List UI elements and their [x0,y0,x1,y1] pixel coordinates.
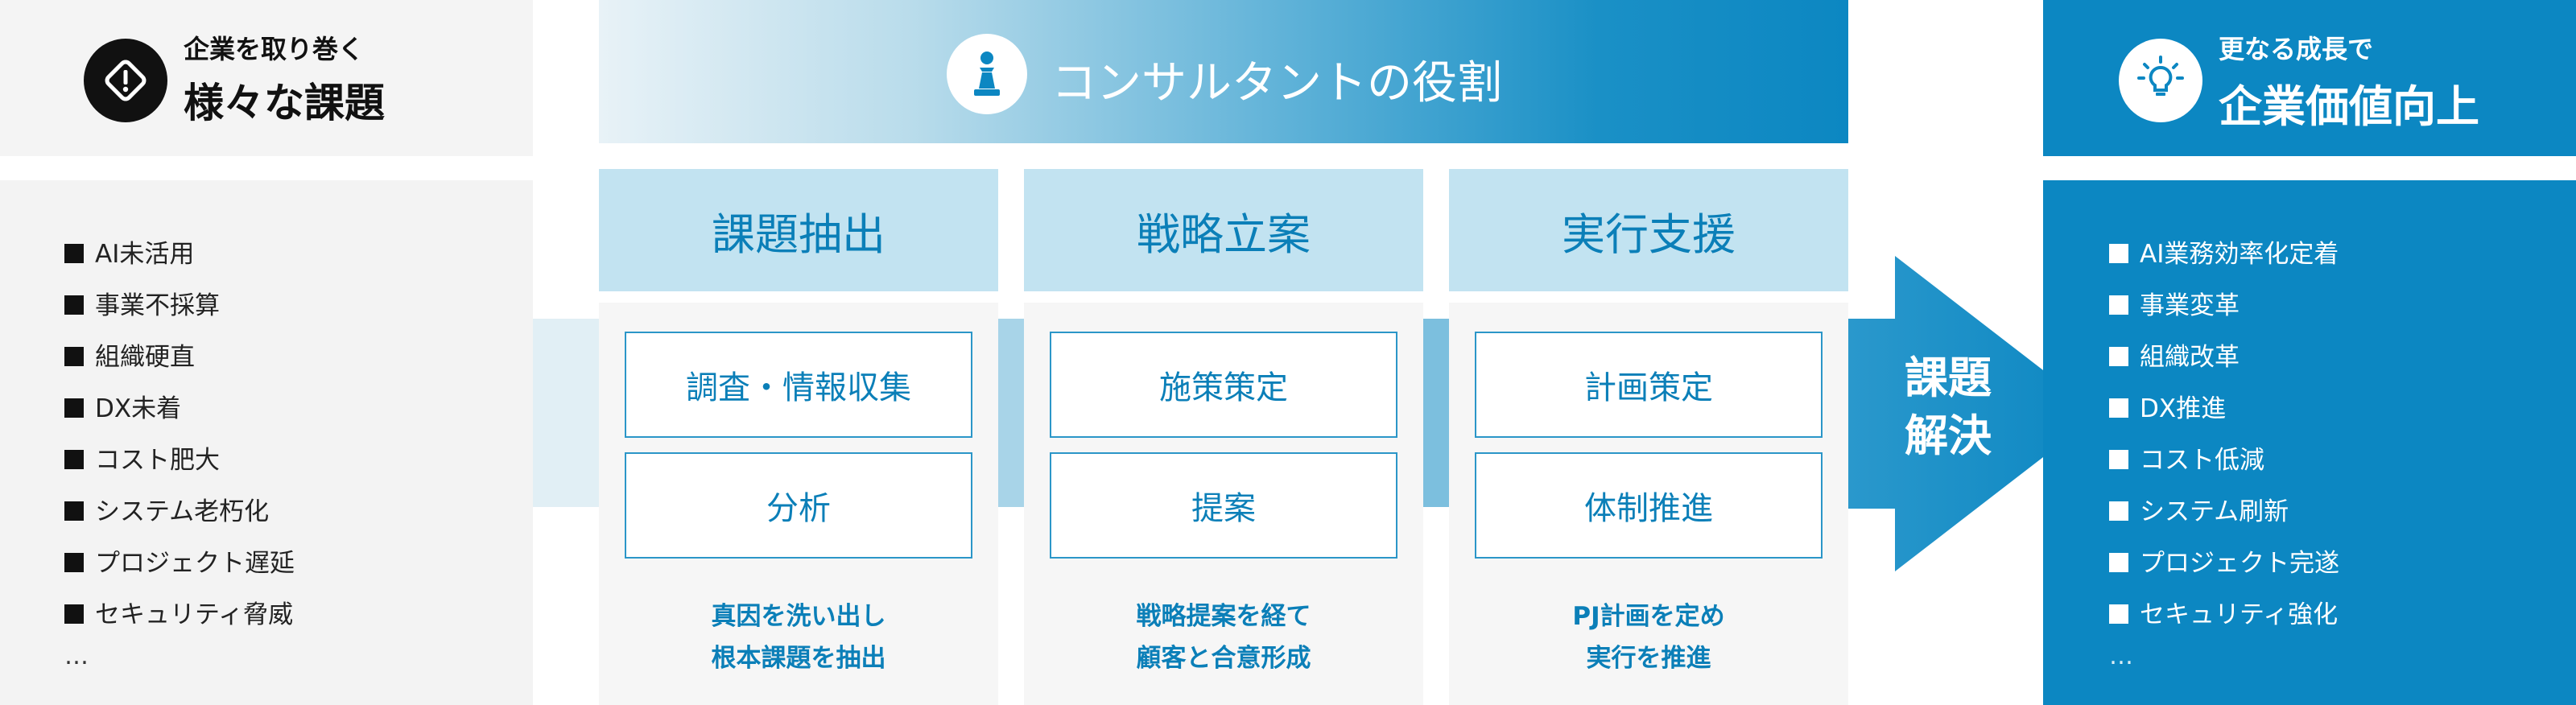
list-item: コスト肥大 [64,435,295,486]
square-bullet-icon [64,501,84,521]
phase-title-strategy: 戦略立案 [1024,169,1423,291]
role-banner [599,0,1848,143]
outcomes-more: … [2109,642,2133,670]
phase-title-execution: 実行支援 [1449,169,1848,291]
list-item: セキュリティ脅威 [64,589,295,641]
task-box: 調査・情報収集 [625,332,972,438]
task-box: 体制推進 [1475,452,1823,559]
square-bullet-icon [2109,501,2128,521]
square-bullet-icon [2109,449,2128,469]
role-banner-title: コンサルタントの役割 [1051,57,1502,109]
solution-arrow-label: 課題 解決 [1905,352,1992,461]
list-item: 組織硬直 [64,332,295,383]
connector-bar [1423,319,1449,507]
list-item: AI業務効率化定着 [2109,229,2339,280]
task-box: 施策策定 [1050,332,1397,438]
phase-caption: 戦略提案を経て 顧客と合意形成 [1136,602,1311,673]
list-item: プロジェクト完遂 [2109,538,2339,589]
list-item: 事業変革 [2109,280,2339,332]
square-bullet-icon [2109,604,2128,624]
value-panel [2043,180,2576,705]
challenges-more: … [64,642,89,670]
square-bullet-icon [64,295,84,315]
challenges-list: AI未活用 事業不採算 組織硬直 DX未着 コスト肥大 システム老朽化 プロジェ… [64,229,295,641]
phase-caption: 真因を洗い出し 根本課題を抽出 [711,602,886,673]
square-bullet-icon [64,604,84,624]
list-item: DX推進 [2109,383,2339,435]
outcomes-list: AI業務効率化定着 事業変革 組織改革 DX推進 コスト低減 システム刷新 プロ… [2109,229,2339,641]
task-box: 計画策定 [1475,332,1823,438]
challenges-subtitle: 企業を取り巻く [184,34,365,64]
chess-pawn-icon [947,34,1027,114]
square-bullet-icon [2109,398,2128,418]
lightbulb-icon [2119,39,2202,122]
warning-diamond-icon [84,39,167,122]
list-item: 組織改革 [2109,332,2339,383]
square-bullet-icon [2109,243,2128,263]
square-bullet-icon [64,552,84,572]
list-item: システム老朽化 [64,486,295,538]
square-bullet-icon [64,346,84,366]
list-item: AI未活用 [64,229,295,280]
connector-bar [533,319,599,507]
square-bullet-icon [2109,346,2128,366]
list-item: 事業不採算 [64,280,295,332]
square-bullet-icon [64,243,84,263]
square-bullet-icon [2109,295,2128,315]
square-bullet-icon [64,449,84,469]
value-title: 企業価値向上 [2219,81,2479,132]
list-item: システム刷新 [2109,486,2339,538]
task-box: 分析 [625,452,972,559]
connector-bar [998,319,1024,507]
challenges-title: 様々な課題 [184,80,385,126]
task-box: 提案 [1050,452,1397,559]
phase-title-extraction: 課題抽出 [599,169,998,291]
challenges-panel [0,180,533,705]
square-bullet-icon [64,398,84,418]
phase-caption: PJ計画を定め 実行を推進 [1572,602,1725,673]
list-item: DX未着 [64,383,295,435]
value-subtitle: 更なる成長で [2219,34,2374,64]
list-item: コスト低減 [2109,435,2339,486]
list-item: プロジェクト遅延 [64,538,295,589]
solution-arrow [1848,256,2099,571]
square-bullet-icon [2109,552,2128,572]
list-item: セキュリティ強化 [2109,589,2339,641]
